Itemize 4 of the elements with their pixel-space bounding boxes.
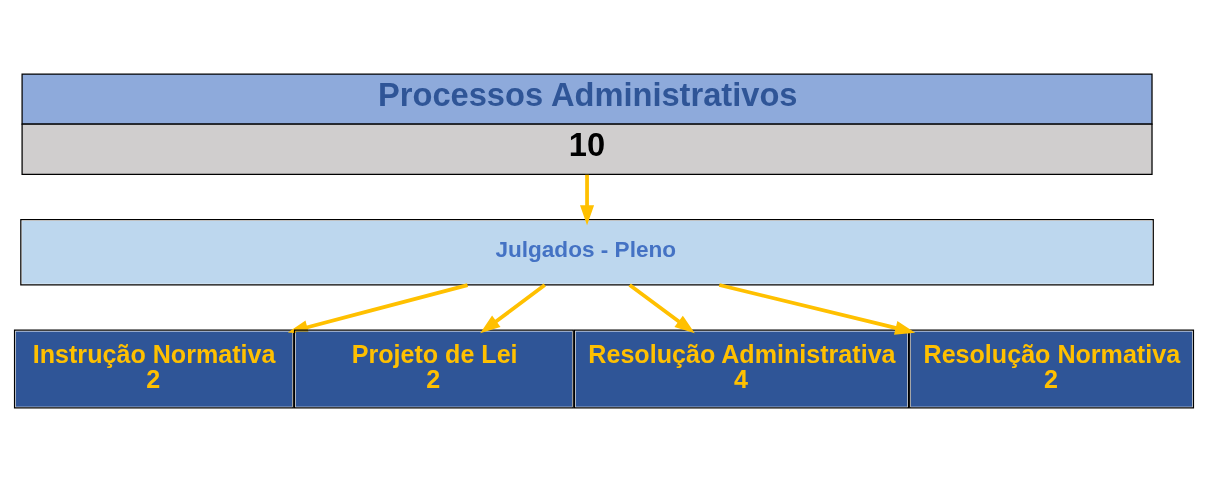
arrow — [480, 283, 546, 334]
arrow — [718, 283, 916, 335]
arrow — [628, 283, 695, 334]
arrow — [580, 174, 595, 226]
